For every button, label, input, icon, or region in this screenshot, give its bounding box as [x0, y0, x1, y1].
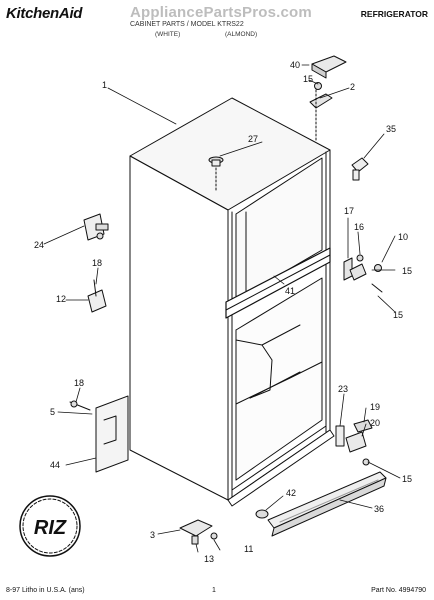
callout-15-mid: 15	[402, 266, 412, 276]
footer-part-number: Part No. 4994790	[371, 587, 426, 594]
callout-15-low: 15	[393, 310, 403, 320]
callout-3: 3	[150, 530, 155, 540]
callout-12: 12	[56, 294, 66, 304]
callout-36: 36	[374, 504, 384, 514]
callout-24: 24	[34, 240, 44, 250]
callout-10: 10	[398, 232, 408, 242]
callout-15-bottom: 15	[402, 474, 412, 484]
logo-text: RIZ	[34, 517, 67, 539]
riz-logo-stamp: RIZ	[19, 495, 81, 557]
color-label-white: (WHITE)	[155, 31, 181, 38]
callout-19: 19	[370, 402, 380, 412]
callout-16: 16	[354, 222, 364, 232]
color-label-almond: (ALMOND)	[225, 31, 258, 38]
footer-litho: 8-97 Litho in U.S.A. (ans)	[6, 587, 85, 594]
toe-grille	[267, 471, 387, 537]
bottom-hinge-parts	[179, 519, 218, 545]
callout-20: 20	[370, 418, 380, 428]
watermark: AppliancePartsPros.com	[130, 4, 312, 21]
leader-lines	[43, 64, 401, 553]
callout-42: 42	[286, 488, 296, 498]
model-line: CABINET PARTS / MODEL KTRS22	[130, 21, 244, 28]
part-12-18	[87, 279, 107, 313]
callout-27: 27	[248, 134, 258, 144]
callout-numbers: 1 2 3 5 10 11 12 13 15 15 15 15 16 17 18…	[34, 60, 412, 564]
brand-logo: KitchenAid	[6, 5, 83, 22]
callout-23: 23	[338, 384, 348, 394]
part-24-bracket	[83, 213, 109, 241]
callout-13: 13	[204, 554, 214, 564]
section-title: REFRIGERATOR	[360, 9, 428, 19]
callout-1: 1	[102, 80, 107, 90]
callout-11: 11	[244, 544, 253, 554]
part-35	[351, 157, 369, 181]
lower-hinge-parts	[335, 419, 373, 466]
callout-41: 41	[285, 286, 295, 296]
callout-44: 44	[50, 460, 60, 470]
callout-40: 40	[290, 60, 300, 70]
top-plug-part	[208, 156, 224, 191]
middle-hinge-parts	[343, 254, 383, 293]
callout-18-lower: 18	[74, 378, 84, 388]
footer-page-number: 1	[212, 587, 216, 594]
callout-35: 35	[386, 124, 396, 134]
top-hinge-parts	[309, 55, 347, 141]
refrigerator-cabinet	[129, 97, 335, 507]
callout-2: 2	[350, 82, 355, 92]
left-lower-bracket	[69, 395, 129, 473]
callout-18-upper: 18	[92, 258, 102, 268]
part-42	[255, 509, 269, 519]
callout-5: 5	[50, 407, 55, 417]
callout-17: 17	[344, 206, 354, 216]
callout-15-top: 15	[303, 74, 313, 84]
